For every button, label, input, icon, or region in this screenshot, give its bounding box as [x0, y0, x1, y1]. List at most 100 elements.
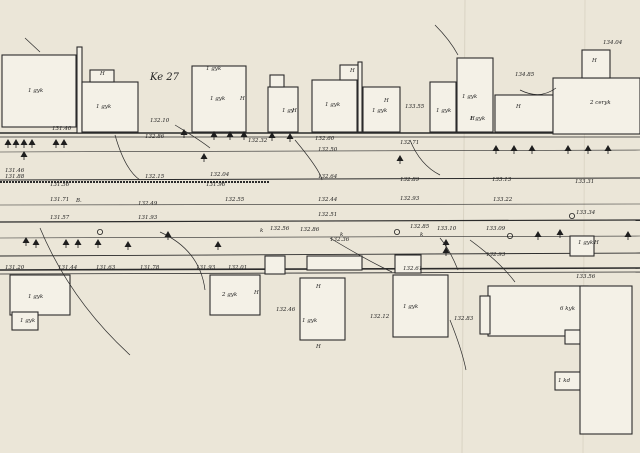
street-mark: k — [260, 228, 264, 234]
tree-icon — [4, 139, 12, 148]
tree-icon — [12, 139, 20, 148]
tree-icon — [210, 131, 218, 140]
misc-curves — [24, 24, 557, 371]
elevation-label: 132.60 — [315, 136, 335, 142]
tree-icon — [240, 131, 248, 140]
tree-icon — [396, 155, 404, 164]
building-label: 1 gyk — [28, 88, 44, 94]
elevation-label: 133.31 — [575, 179, 594, 185]
tree-icon — [604, 145, 612, 154]
elevation-label: 131.96 — [206, 182, 226, 188]
elevation-label: 132.86 — [300, 227, 320, 233]
tree-icon — [268, 132, 276, 141]
elevation-label: 134.04 — [603, 40, 623, 46]
tree-icon — [534, 231, 542, 240]
elevation-label: 132.15 — [145, 174, 165, 180]
hydrant-icon — [506, 232, 513, 239]
tree-icon — [74, 239, 82, 248]
building-label: 1 gyk — [96, 104, 112, 110]
tree-icon — [528, 145, 536, 154]
elevation-label: 132.32 — [248, 138, 268, 144]
material-mark: H — [349, 68, 355, 74]
building-label: 1 kd — [558, 378, 571, 384]
elevation-label: 132.64 — [318, 174, 338, 180]
elevation-label: 132.93 — [486, 252, 506, 258]
tree-icon — [28, 139, 36, 148]
street-mark: B. — [75, 198, 82, 204]
material-mark: H — [591, 58, 597, 64]
building-label: 2 ceryk — [589, 100, 611, 106]
building-label: 6 kyk — [560, 306, 576, 312]
elevation-label: 133.34 — [576, 210, 596, 216]
elevation-label: 133.22 — [493, 197, 513, 203]
block-label: Ke 27 — [149, 72, 180, 83]
tree-icon — [442, 247, 450, 256]
elevation-label: 132.49 — [138, 201, 158, 207]
elevation-label: 131.93 — [196, 265, 216, 271]
hydrant-icon — [393, 228, 400, 235]
elevation-label: 133.55 — [405, 104, 425, 110]
tree-icon — [556, 229, 564, 238]
elevation-label: 131.93 — [138, 215, 158, 221]
elevation-label: 132.01 — [228, 265, 247, 271]
elevation-label: 131.78 — [140, 265, 160, 271]
tree-icon — [584, 145, 592, 154]
building-label: 1 gyk — [578, 240, 594, 246]
elevation-label: 131.56 — [50, 182, 70, 188]
elevation-label: 132.50 — [318, 147, 338, 153]
tree-icon — [124, 241, 132, 250]
hydrant-icon — [569, 212, 576, 219]
building-label: 1 gyk — [372, 108, 388, 114]
elevation-label: 132.55 — [225, 197, 245, 203]
elevation-label: 132.36 — [330, 237, 350, 243]
tree-icon — [286, 133, 294, 142]
hydrant-icon — [97, 228, 104, 235]
elevation-label: 132.10 — [150, 118, 170, 124]
lower-buildings — [9, 235, 633, 435]
elevation-label: 132.83 — [454, 316, 474, 322]
elevation-label: 133.56 — [576, 274, 596, 280]
building-label: 1 gy — [282, 108, 295, 114]
elevation-label: 132.56 — [270, 226, 290, 232]
material-mark: H — [593, 240, 599, 246]
tree-icon — [20, 139, 28, 148]
building-label: 1 gyk — [470, 116, 486, 122]
elevation-label: 131.71 — [50, 197, 69, 203]
elevation-label: 132.12 — [370, 314, 390, 320]
tree-icon — [200, 153, 208, 162]
tree-icon — [32, 239, 40, 248]
tree-icon — [52, 139, 60, 148]
elevation-label: 132.44 — [318, 197, 338, 203]
upper-buildings — [1, 46, 640, 135]
tree-icon — [624, 231, 632, 240]
material-mark: H — [291, 108, 297, 114]
elevation-label: 132.46 — [276, 307, 296, 313]
elevation-label: 132.61 — [403, 266, 422, 272]
building-label: 1 gyk — [210, 96, 226, 102]
elevation-label: 131.63 — [96, 265, 116, 271]
plan-labels: 1 gyk 1 gyk 1 gyk 1 gy 1 gyk 1 gyk 1 gyk 1 gyk 1… — [5, 40, 623, 384]
elevation-label: 132.86 — [145, 134, 165, 140]
building-label: 1 gyk — [436, 108, 452, 114]
tree-icon — [214, 241, 222, 250]
material-mark: H — [99, 71, 105, 77]
material-mark: H — [515, 104, 521, 110]
building-label: 1 gyk — [28, 294, 44, 300]
street-mark: k — [420, 232, 424, 238]
building-label: 2 gyk — [221, 292, 238, 298]
tree-icon — [564, 145, 572, 154]
tree-icon — [62, 239, 70, 248]
elevation-label: 134.85 — [515, 72, 535, 78]
material-mark: H — [383, 98, 389, 104]
tree-icon — [510, 145, 518, 154]
material-mark: H — [315, 344, 321, 350]
material-mark: H — [469, 116, 475, 122]
elevation-label: 132.93 — [400, 196, 420, 202]
street-mark: k — [340, 232, 344, 238]
material-mark: H — [239, 96, 245, 102]
elevation-label: 133.10 — [437, 226, 457, 232]
street-lines — [0, 132, 640, 275]
building-label: 1 gyk — [20, 318, 36, 324]
